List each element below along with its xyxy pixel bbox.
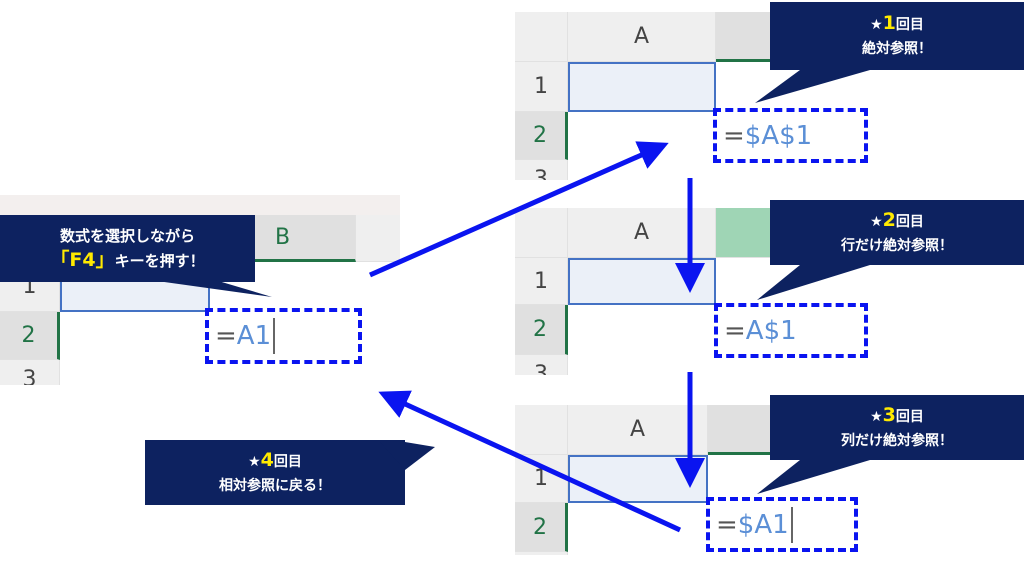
step4-callout-tail: [380, 442, 435, 470]
arrow-back-to-start: [378, 390, 682, 533]
callout-line1: 数式を選択しながら: [59, 226, 195, 245]
step2-sheet: A 1 2 3: [515, 208, 875, 375]
step-desc: 相対参照に戻る！: [219, 477, 331, 494]
row-header-2[interactable]: 2: [0, 312, 60, 360]
star-icon: ★: [248, 453, 261, 470]
star-icon: ★: [870, 213, 883, 230]
step1-callout-tail: [755, 70, 870, 103]
star-icon: ★: [870, 408, 883, 425]
f4-key-label: 「F4」: [50, 248, 115, 271]
step-number: 4: [260, 448, 274, 471]
text-cursor: [273, 318, 276, 354]
equals-sign: =: [723, 120, 745, 151]
step4-callout: ★4回目 相対参照に戻る！: [145, 440, 405, 505]
col-a-header[interactable]: A: [568, 405, 708, 455]
row-header-3[interactable]: 3: [515, 355, 568, 375]
row-header-1[interactable]: 1: [515, 258, 568, 305]
start-callout: 数式を選択しながら 「F4」キーを押す！: [0, 215, 255, 282]
step2-callout: ★2回目 行だけ絶対参照！: [770, 200, 1024, 265]
step-suffix: 回目: [273, 453, 302, 470]
row-header-2[interactable]: 2: [515, 305, 568, 355]
step3-callout-tail: [757, 460, 870, 494]
star-icon: ★: [870, 17, 883, 33]
row-header-2[interactable]: 2: [515, 503, 568, 552]
cell-reference: A$1: [745, 315, 797, 346]
row-header-1[interactable]: 1: [515, 455, 568, 503]
step-desc: 絶対参照！: [862, 41, 932, 57]
step2-callout-tail: [757, 265, 870, 300]
row-header-1[interactable]: 1: [515, 62, 568, 112]
arrow-to-step1: [368, 141, 669, 278]
step3-callout: ★3回目 列だけ絶対参照！: [770, 395, 1024, 460]
step-desc: 行だけ絶対参照！: [841, 237, 953, 254]
formula-cell[interactable]: =A$1: [714, 303, 868, 358]
corner-cell[interactable]: [515, 208, 568, 258]
text-cursor: [790, 506, 793, 543]
formula-cell[interactable]: =$A1: [706, 497, 858, 552]
step-desc: 列だけ絶対参照！: [841, 432, 953, 449]
row-header-3[interactable]: 3: [515, 160, 568, 180]
formula-cell[interactable]: =A1: [205, 308, 362, 364]
cell-reference: $A$1: [744, 120, 813, 151]
formula-cell[interactable]: =$A$1: [713, 108, 868, 163]
col-a-header[interactable]: A: [568, 12, 716, 62]
cell-reference: A1: [236, 321, 272, 351]
step-number: 1: [882, 12, 896, 34]
step-suffix: 回目: [895, 213, 924, 230]
equals-sign: =: [716, 509, 738, 540]
row-header-2[interactable]: 2: [515, 112, 568, 160]
corner-cell[interactable]: [515, 405, 568, 455]
row-header-3[interactable]: [515, 552, 568, 555]
col-c-header[interactable]: [356, 215, 400, 262]
step-suffix: 回目: [895, 17, 924, 33]
cell-reference: $A1: [737, 509, 789, 540]
equals-sign: =: [724, 315, 746, 346]
callout-line2: キーを押す！: [114, 251, 205, 270]
cell-a1[interactable]: [568, 62, 716, 112]
start-callout-tail: [150, 280, 272, 297]
row-header-3[interactable]: 3: [0, 360, 60, 385]
equals-sign: =: [215, 321, 237, 351]
step-suffix: 回目: [895, 408, 924, 425]
corner-cell[interactable]: [515, 12, 568, 62]
step-number: 3: [882, 403, 896, 426]
step-number: 2: [882, 208, 896, 231]
step1-callout: ★1回目 絶対参照！: [770, 2, 1024, 70]
